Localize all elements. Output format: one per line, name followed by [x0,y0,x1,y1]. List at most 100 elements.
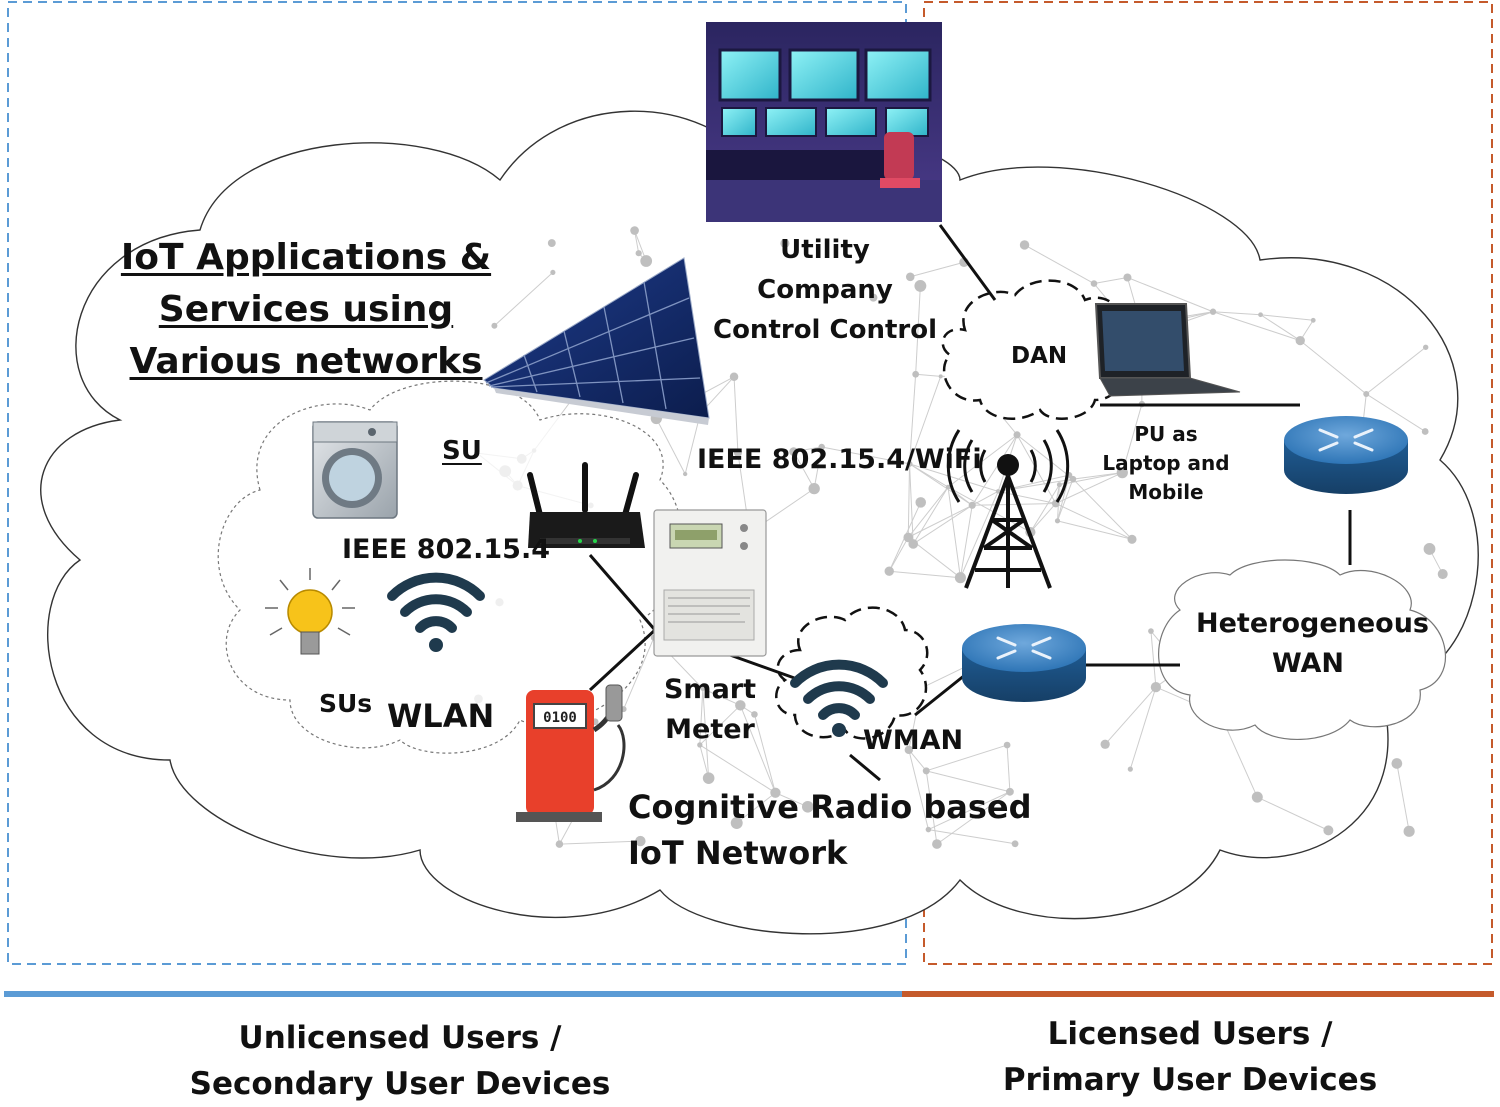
mesh-link [889,570,961,579]
mesh-node [770,787,781,798]
mesh-node [640,255,653,267]
mesh-node [555,840,564,848]
mesh-link [909,463,999,492]
title-line-2: Services using [158,289,454,330]
mesh-link [1016,434,1074,480]
mesh-node [1258,312,1263,318]
mesh-node [945,484,951,490]
mesh-node [925,826,932,833]
mesh-node [682,471,688,477]
wlan-label: WLAN [387,697,495,735]
mesh-link [736,792,776,824]
mesh-node [1323,825,1334,836]
mesh-link [1057,520,1133,540]
solar-panel-icon [483,257,710,425]
mesh-link [1055,472,1123,504]
su-label: SU [442,436,482,466]
network-router-icon [1284,416,1408,494]
mesh-link [1024,244,1095,284]
mesh-node [904,745,914,755]
wifi-icon [387,572,485,652]
mesh-node [954,572,966,584]
mesh-node [903,532,914,543]
mesh-node [808,482,820,495]
mesh-node [550,269,556,275]
mesh-node [730,817,743,829]
ieee-802154-label: IEEE 802.15.4 [342,534,551,565]
mesh-link [684,413,701,475]
mesh-link [912,486,949,545]
mesh-link [775,792,808,808]
mesh-link [921,665,968,689]
mesh-link [971,434,1018,506]
mesh-link [915,285,921,375]
mesh-link [733,376,739,453]
mesh-link [1365,393,1426,432]
mesh-link [928,791,1011,831]
mesh-node [1005,787,1014,796]
mesh-node [547,239,556,247]
pu-label: PU as Laptop and Mobile [1102,422,1230,504]
mesh-node [884,566,894,576]
mesh-node [735,700,746,711]
mesh-node [1127,534,1137,544]
mesh-node [932,839,942,849]
mesh-node [968,501,976,509]
wman-cloud [775,606,929,740]
mesh-node [818,443,825,451]
laptop-icon [1094,303,1241,397]
mesh-node [733,448,742,457]
mesh-node [915,497,926,508]
mesh-link [926,770,1011,793]
mesh-node [491,322,498,329]
mesh-node [1127,766,1133,772]
mesh-link [959,505,973,578]
mesh-node [780,238,790,248]
mesh-link [699,704,741,746]
mesh-link [1057,475,1070,521]
wireless-router-icon [527,462,645,548]
mesh-link [1072,478,1133,540]
mesh-link [971,490,999,506]
connection-lines [588,224,1352,782]
mesh-link [1212,311,1261,316]
mesh-link [1257,796,1329,831]
mesh-link [1104,686,1157,745]
mesh-link [1150,631,1157,688]
washing-machine-icon [312,421,398,519]
mesh-link [1127,277,1214,313]
mesh-link [909,376,942,465]
cell-tower-icon [946,429,1070,589]
mesh-node [1310,317,1316,323]
licensed-users-label: Licensed Users / Primary User Devices [1002,1016,1378,1098]
sus-label: SUs [319,689,373,718]
mesh-link [959,491,999,578]
mesh-node [1423,543,1436,555]
mesh-link [1121,403,1143,473]
mesh-node [700,686,706,691]
mesh-link [702,688,741,706]
mesh-link [928,829,1016,845]
network-router-icon [962,624,1086,702]
mesh-link [909,463,914,544]
mesh-node [1069,475,1077,483]
mesh-link [909,463,973,506]
mesh-link [793,451,815,489]
mesh-link [1059,472,1123,486]
ieee-wifi-label: IEEE 802.15.4/WiFi [697,444,982,475]
mesh-node [995,489,1001,494]
mesh-node [1148,628,1154,634]
mesh-link [699,688,704,745]
mesh-node [938,374,943,379]
mesh-link [655,418,686,475]
mesh-node [922,767,930,775]
mesh-link [908,504,973,538]
fuel-pump-icon: 0100 [516,684,626,822]
mesh-link [925,770,938,845]
mesh-node [1054,518,1061,524]
mesh-node [789,447,799,457]
mesh-link [908,749,927,772]
smart-meter-label: Smart Meter [663,674,757,745]
mesh-link [936,791,1011,845]
mesh-node [702,772,715,784]
